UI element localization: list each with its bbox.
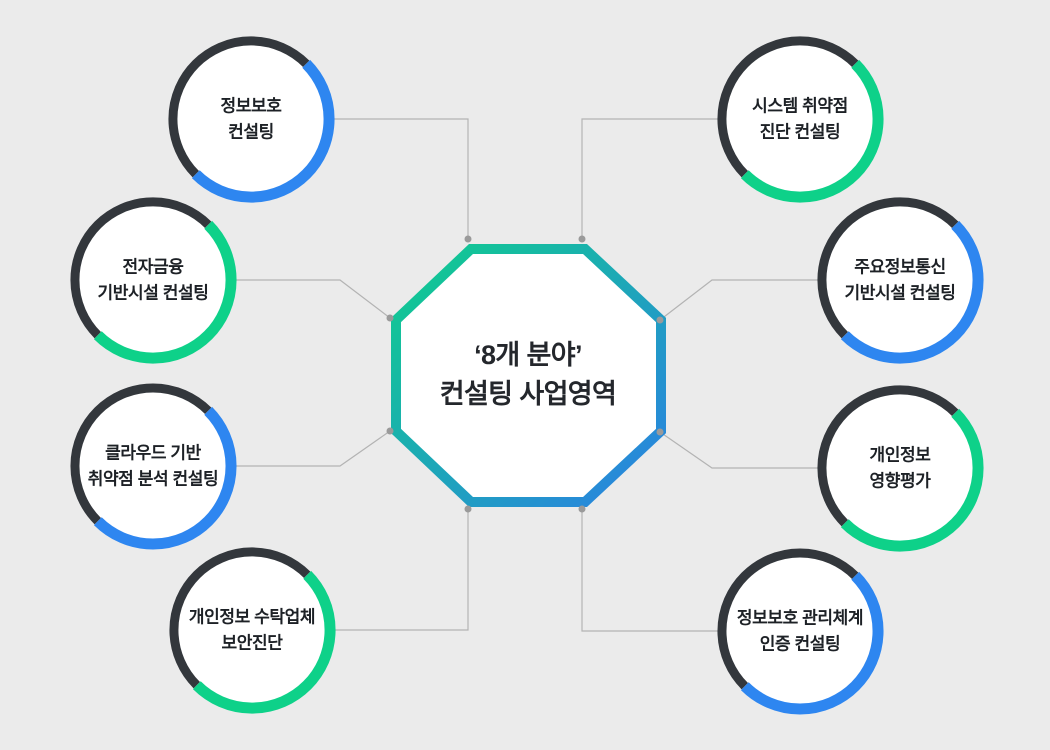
- center-octagon: [391, 244, 666, 507]
- node-fill: [75, 202, 231, 358]
- node-ring-dark: [717, 36, 859, 178]
- node-ring-accent: [192, 570, 336, 714]
- node-ring-accent: [840, 408, 984, 552]
- node-ring-dark: [817, 385, 959, 527]
- node-circle-cloud-vulnerability-analysis: [70, 383, 237, 550]
- connector-line: [659, 431, 822, 469]
- connector-dot: [464, 235, 472, 243]
- node-circle-personal-info-trustee-security-diagnosis: [169, 547, 336, 714]
- node-circle-isms-certification-consulting: [717, 548, 884, 715]
- connector-dot: [386, 314, 394, 322]
- node-fill: [822, 390, 978, 546]
- node-circle-personal-info-impact-assessment: [817, 385, 984, 552]
- node-fill: [722, 553, 878, 709]
- node-ring-accent: [93, 220, 237, 364]
- connector-dot: [464, 505, 472, 513]
- node-fill: [75, 388, 231, 544]
- node-ring-dark: [70, 197, 212, 339]
- node-circle-electronic-finance-infrastructure: [70, 197, 237, 364]
- connector-line: [330, 509, 469, 631]
- node-fill: [822, 202, 978, 358]
- node-fill: [173, 41, 329, 197]
- node-fill: [722, 41, 878, 197]
- node-ring-dark: [168, 36, 310, 178]
- connector-dot: [656, 428, 664, 436]
- node-ring-dark: [717, 548, 859, 690]
- node-circle-critical-info-comm-infrastructure: [817, 197, 984, 364]
- node-ring-accent: [93, 406, 237, 550]
- node-ring-accent: [191, 59, 335, 203]
- connector-dot: [386, 427, 394, 435]
- connector-dot: [578, 505, 586, 513]
- connector-line: [231, 279, 391, 319]
- connector-line: [581, 118, 722, 239]
- node-ring-accent: [740, 59, 884, 203]
- connector-line: [231, 430, 391, 467]
- connector-line: [329, 118, 469, 239]
- node-ring-accent: [740, 571, 884, 715]
- connector-dot: [656, 316, 664, 324]
- node-circle-info-security-consulting: [168, 36, 335, 203]
- connector-line: [581, 509, 722, 632]
- node-ring-dark: [70, 383, 212, 525]
- node-fill: [174, 552, 330, 708]
- node-ring-dark: [169, 547, 311, 689]
- connector-line: [659, 279, 822, 321]
- connector-dot: [578, 235, 586, 243]
- node-ring-dark: [817, 197, 959, 339]
- node-circle-system-vulnerability-diagnosis: [717, 36, 884, 203]
- node-ring-accent: [840, 220, 984, 364]
